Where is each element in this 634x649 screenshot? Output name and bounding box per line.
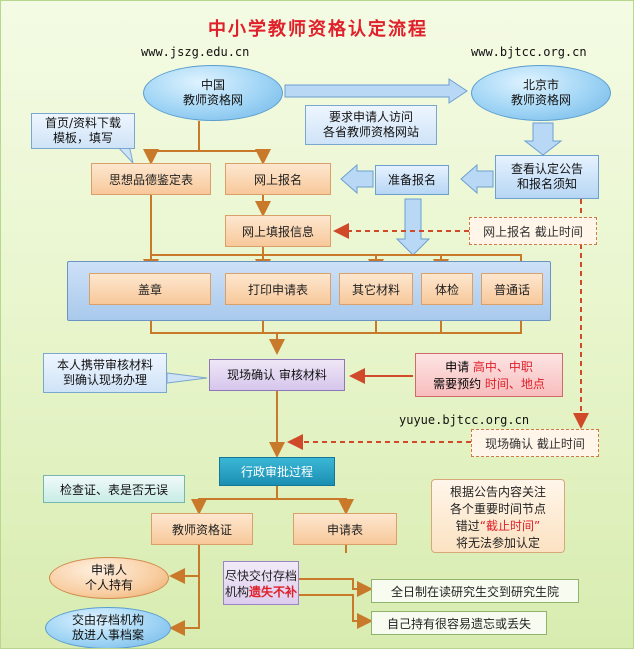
box-seal: 盖章 <box>89 273 211 305</box>
big-arrow-top <box>284 78 468 104</box>
box-prepare-register: 准备报名 <box>375 165 449 195</box>
oval-china-site: 中国教师资格网 <box>143 65 283 121</box>
box-view-notice: 查看认定公告和报名须知 <box>495 155 599 199</box>
url-left[interactable]: www.jszg.edu.cn <box>141 45 250 59</box>
callout-visit-sites: 要求申请人访问各省教师资格网站 <box>305 105 437 145</box>
oval-applicant-holds: 申请人个人持有 <box>49 557 169 599</box>
box-other-materials: 其它材料 <box>339 273 413 305</box>
page-title: 中小学教师资格认定流程 <box>208 19 428 40</box>
big-arrow-left-1 <box>460 163 494 195</box>
box-mandarin: 普通话 <box>481 273 543 305</box>
box-print-form: 打印申请表 <box>225 273 331 305</box>
box-onsite-confirm: 现场确认 审核材料 <box>209 359 345 391</box>
box-admin-approval: 行政审批过程 <box>219 457 335 486</box>
big-arrow-down-2 <box>395 198 431 256</box>
box-appointment: 申请 高中、中职 需要预约 时间、地点 <box>415 353 563 397</box>
url-yuyue[interactable]: yuyue.bjtcc.org.cn <box>399 413 530 427</box>
box-application-form: 申请表 <box>293 513 397 545</box>
box-moral-appraisal: 思想品德鉴定表 <box>91 163 211 195</box>
oval-archive: 交由存档机构放进人事档案 <box>45 607 171 648</box>
big-arrow-down-1 <box>523 122 563 156</box>
callout-download-template: 首页/资料下载模板，填写 <box>31 113 135 149</box>
box-teacher-certificate: 教师资格证 <box>151 513 253 545</box>
box-submit-archive: 尽快交付存档 机构遗失不补 <box>223 561 299 605</box>
note-self-hold: 自己持有很容易遗忘或丢失 <box>371 611 547 635</box>
box-confirm-deadline: 现场确认 截止时间 <box>471 429 599 457</box>
url-right[interactable]: www.bjtcc.org.cn <box>471 45 587 59</box>
box-online-info: 网上填报信息 <box>225 215 331 247</box>
box-online-register: 网上报名 <box>225 163 331 195</box>
callout-check-docs: 检查证、表是否无误 <box>43 475 185 503</box>
reminder-note: 根据公告内容关注 各个重要时间节点 错过“截止时间” 将无法参加认定 <box>431 479 565 553</box>
big-arrow-left-2 <box>340 163 374 195</box>
note-fulltime-grad: 全日制在读研究生交到研究生院 <box>371 579 579 603</box>
box-register-deadline: 网上报名 截止时间 <box>469 217 597 245</box>
callout-bring-materials: 本人携带审核材料到确认现场办理 <box>43 353 167 393</box>
box-physical-exam: 体检 <box>421 273 473 305</box>
oval-beijing-site: 北京市教师资格网 <box>471 65 611 121</box>
